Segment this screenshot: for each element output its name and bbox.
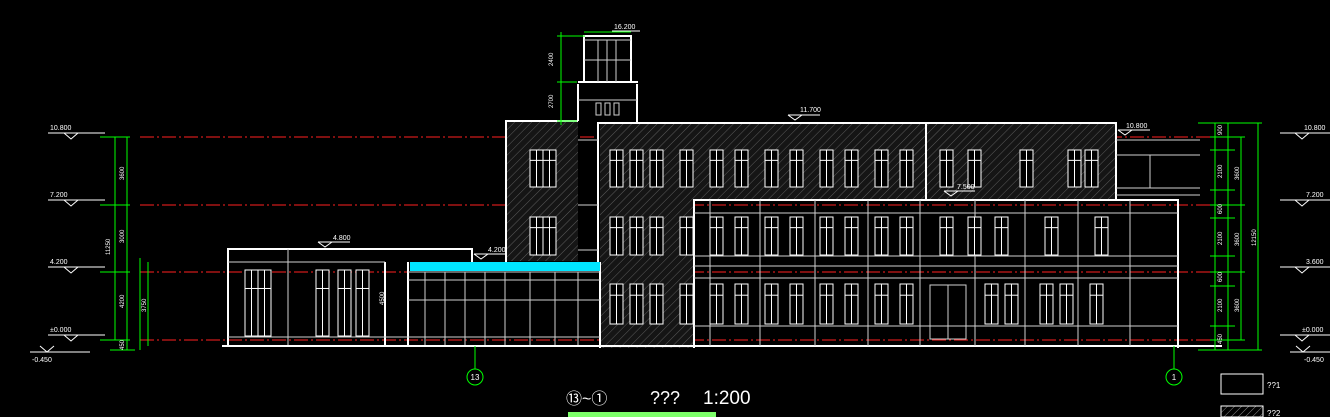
dim-right-600a: 600 bbox=[1218, 203, 1224, 214]
dim-right-2100c: 2100 bbox=[1218, 298, 1224, 312]
annot-canopy: 7.500 bbox=[957, 184, 975, 191]
annotation-marks bbox=[317, 30, 1150, 260]
dim-right-2100b: 2100 bbox=[1218, 231, 1224, 245]
legend-item-1: ??1 bbox=[1267, 381, 1281, 390]
dim-tower-4500: 4500 bbox=[380, 291, 386, 305]
legend: ??1 ??2 bbox=[1220, 373, 1281, 417]
dim-right-3600b: 3600 bbox=[1235, 232, 1241, 246]
dim-right-900: 900 bbox=[1218, 124, 1224, 135]
dim-right-3600c: 3600 bbox=[1235, 298, 1241, 312]
dim-right-2100a: 2100 bbox=[1218, 164, 1224, 178]
level-10800-right: 10.800 bbox=[1304, 125, 1326, 132]
dim-right-3600a: 3600 bbox=[1235, 166, 1241, 180]
annot-left-roof: 4.800 bbox=[333, 235, 351, 242]
level-marks-right bbox=[1280, 132, 1330, 353]
level-4200-left: 4.200 bbox=[50, 259, 68, 266]
legend-swatch-plain bbox=[1220, 373, 1264, 395]
legend-swatch-hatched bbox=[1220, 405, 1264, 417]
dim-left-450: 450 bbox=[120, 339, 126, 350]
level-0-right: ±0.000 bbox=[1302, 327, 1323, 334]
dim-right-600b: 600 bbox=[1218, 271, 1224, 282]
axis-label-13: 13 bbox=[471, 373, 480, 382]
dim-tower-2400: 2400 bbox=[549, 52, 555, 66]
dim-right-total: 12150 bbox=[1252, 229, 1258, 246]
dim-right-450: 450 bbox=[1218, 333, 1224, 344]
dim-left-3750: 3750 bbox=[142, 298, 148, 312]
windows bbox=[244, 149, 1109, 337]
annot-roof-right: 10.800 bbox=[1126, 123, 1148, 130]
level-7200-right: 7.200 bbox=[1306, 192, 1324, 199]
level-0-left: ±0.000 bbox=[50, 327, 71, 334]
dim-tower-2700: 2700 bbox=[549, 94, 555, 108]
annot-left-canopy: 4.200 bbox=[488, 247, 506, 254]
drawing-axis-range: ⑬~① bbox=[566, 390, 607, 408]
axis-marker-1: 1 bbox=[1165, 346, 1183, 386]
annot-roof-main: 11.700 bbox=[800, 107, 821, 114]
legend-item-2: ??2 bbox=[1267, 409, 1281, 417]
dimension-lines bbox=[100, 31, 1262, 351]
dim-left-total: 11250 bbox=[106, 238, 112, 255]
dim-left-3000: 3000 bbox=[120, 229, 126, 243]
dim-left-4200: 4200 bbox=[120, 294, 126, 308]
axis-marker-13: 13 bbox=[466, 346, 484, 386]
level-10800-left: 10.800 bbox=[50, 125, 72, 132]
dim-left-3600: 3600 bbox=[120, 166, 126, 180]
drawing-scale: 1:200 bbox=[703, 388, 751, 409]
glass-canopy bbox=[410, 262, 600, 271]
level-3600-right: 3.600 bbox=[1306, 259, 1324, 266]
title-underline bbox=[568, 412, 716, 417]
building-outline bbox=[222, 35, 1222, 348]
drawing-title: ??? bbox=[650, 388, 680, 408]
annot-tower-top: 16.200 bbox=[614, 24, 636, 31]
level-7200-left: 7.200 bbox=[50, 192, 68, 199]
level-neg450-right: -0.450 bbox=[1304, 357, 1324, 364]
level-neg450-left: -0.450 bbox=[32, 357, 52, 364]
level-marks-left bbox=[30, 132, 105, 353]
building-details bbox=[228, 39, 1200, 346]
axis-label-1: 1 bbox=[1172, 373, 1177, 382]
